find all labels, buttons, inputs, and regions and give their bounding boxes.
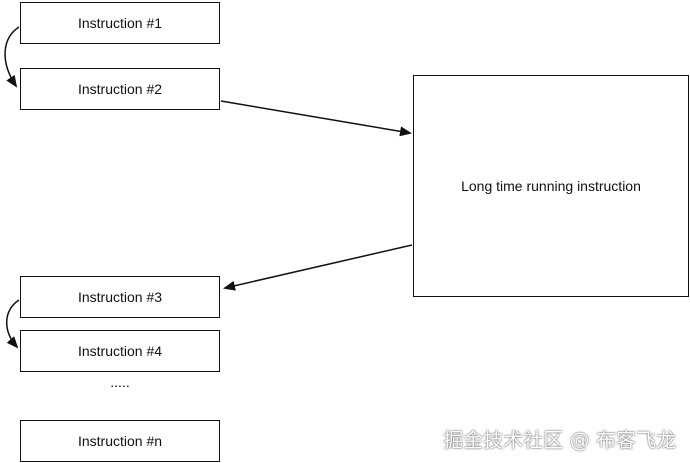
instruction-4-box: Instruction #4: [20, 330, 220, 372]
ellipsis-label: .....: [110, 374, 130, 390]
arrow-instruction3-to-instruction4: [6, 299, 20, 349]
instruction-n-label: Instruction #n: [77, 433, 163, 449]
instruction-4-label: Instruction #4: [77, 343, 163, 359]
watermark-text: 掘金技术社区 @ 布客飞龙: [443, 428, 676, 452]
instruction-3-label: Instruction #3: [77, 289, 163, 305]
instruction-n-box: Instruction #n: [20, 420, 220, 462]
instruction-2-label: Instruction #2: [77, 81, 163, 97]
arrow-instruction2-to-long-running: [220, 100, 412, 137]
arrow-long-running-to-instruction3: [223, 244, 413, 291]
instruction-1-label: Instruction #1: [77, 15, 163, 31]
arrow-instruction1-to-instruction2: [4, 26, 20, 88]
instruction-3-box: Instruction #3: [20, 276, 220, 318]
instruction-1-box: Instruction #1: [20, 2, 220, 44]
long-running-instruction-box: Long time running instruction: [413, 75, 689, 297]
long-running-instruction-label: Long time running instruction: [461, 178, 641, 194]
instruction-2-box: Instruction #2: [20, 68, 220, 110]
